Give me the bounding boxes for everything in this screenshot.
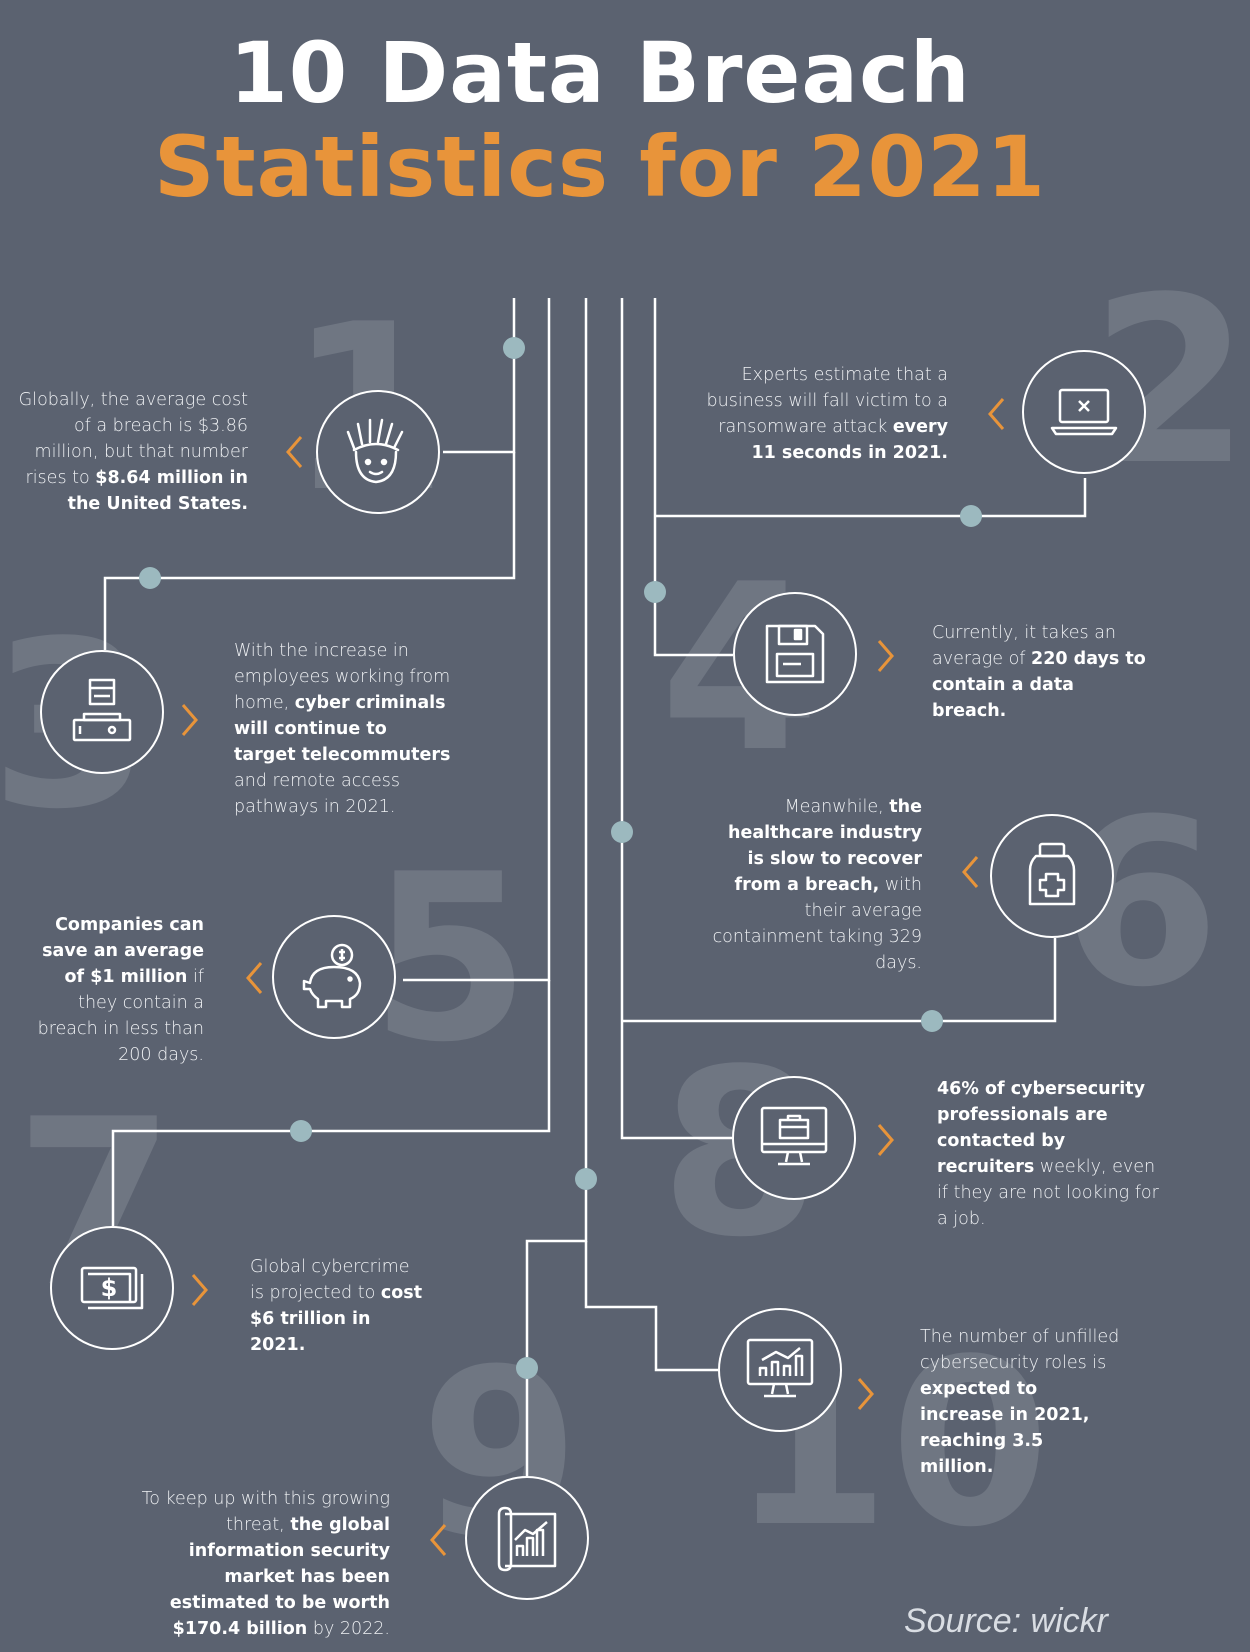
- stat-text-regular: by 2022.: [312, 1619, 390, 1639]
- money-circle: $: [50, 1226, 174, 1350]
- source-credit: Source: wickr: [903, 1602, 1108, 1640]
- chevron-right-icon: [877, 640, 894, 672]
- chevron-right-icon: [857, 1378, 874, 1410]
- stat-text-regular: To keep up with this growing threat,: [141, 1489, 390, 1535]
- stat-text-8: 46% of cybersecurity professionals are c…: [937, 1076, 1162, 1232]
- piggy-bank-icon: [302, 943, 362, 1009]
- stat-text-bold: expected to increase in 2021, reaching 3…: [920, 1379, 1090, 1477]
- stat-text-bold: the healthcare industry is slow to recov…: [728, 797, 922, 895]
- hacker-icon: [72, 678, 132, 742]
- blueprint-chart-circle: [465, 1476, 589, 1600]
- connector-lines: [103, 298, 1087, 1476]
- chevron-left-icon: [246, 962, 263, 994]
- laptop-circle: [1022, 350, 1146, 474]
- blueprint-chart-icon: [497, 1506, 557, 1572]
- stat-text-5: Companies can save an average of $1 mill…: [30, 912, 204, 1068]
- monitor-chart-circle: [718, 1308, 842, 1432]
- svg-text:$: $: [101, 1274, 118, 1302]
- chevron-right-icon: [181, 704, 198, 736]
- monitor-briefcase-icon: [760, 1106, 828, 1166]
- stat-text-regular: Globally, the average cost of a breach i…: [18, 390, 248, 488]
- stat-text-regular: The number of unfilled cybersecurity rol…: [920, 1327, 1120, 1373]
- piggy-bank-circle: [272, 915, 396, 1039]
- chevron-right-icon: [877, 1124, 894, 1156]
- medicine-bottle-icon: [1028, 842, 1076, 906]
- chevron-left-icon: [962, 856, 979, 888]
- statue-of-liberty-icon: [346, 418, 404, 484]
- chevron-left-icon: [286, 436, 303, 468]
- hacker-circle: [40, 650, 164, 774]
- stat-text-7: Global cybercrime is projected to cost $…: [250, 1254, 425, 1358]
- stat-text-regular: Global cybercrime is projected to: [250, 1257, 410, 1303]
- stat-text-bold: cost $6 trillion in 2021.: [250, 1283, 423, 1355]
- medicine-bottle-circle: [990, 814, 1114, 938]
- stat-text-regular: Currently, it takes an average of: [932, 623, 1117, 669]
- stat-text-2: Experts estimate that a business will fa…: [700, 362, 949, 466]
- stat-text-bold: 46% of cybersecurity professionals are c…: [937, 1079, 1146, 1177]
- stat-text-regular: and remote access pathways in 2021.: [234, 771, 400, 817]
- floppy-disk-icon: [765, 624, 825, 684]
- monitor-briefcase-circle: [732, 1076, 856, 1200]
- stat-text-regular: if they contain a breach in less than 20…: [37, 967, 204, 1065]
- statue-of-liberty-circle: [316, 390, 440, 514]
- stat-text-regular: weekly, even if they are not looking for…: [937, 1157, 1159, 1229]
- stat-text-4: Currently, it takes an average of 220 da…: [932, 620, 1152, 724]
- stat-text-1: Globally, the average cost of a breach i…: [10, 387, 248, 517]
- title-line-1: 10 Data Breach: [229, 24, 971, 122]
- stat-text-regular: Meanwhile,: [784, 797, 884, 817]
- stat-text-bold: the global information security market h…: [169, 1515, 390, 1639]
- stat-text-bold: every 11 seconds in 2021.: [751, 417, 948, 463]
- stat-text-regular: with their average containment taking 32…: [712, 875, 922, 973]
- money-icon: $: [80, 1266, 144, 1310]
- chevron-left-icon: [430, 1524, 447, 1556]
- stat-text-bold: cyber criminals will continue to target …: [234, 693, 451, 765]
- laptop-icon: [1050, 388, 1118, 436]
- title-line-2: Statistics for 2021: [154, 118, 1046, 216]
- monitor-chart-icon: [746, 1338, 814, 1398]
- stat-text-10: The number of unfilled cybersecurity rol…: [920, 1324, 1120, 1480]
- stat-text-3: With the increase in employees working f…: [234, 638, 452, 820]
- stat-text-bold: 220 days to contain a data breach.: [932, 649, 1146, 721]
- chevron-left-icon: [988, 398, 1005, 430]
- stat-number-5: 5: [370, 826, 531, 1093]
- stat-text-bold: Companies can save an average of $1 mill…: [42, 915, 204, 987]
- stat-text-bold: $8.64 million in the United States.: [67, 468, 248, 514]
- stat-text-6: Meanwhile, the healthcare industry is sl…: [710, 794, 922, 976]
- floppy-disk-circle: [733, 592, 857, 716]
- stat-text-9: To keep up with this growing threat, the…: [130, 1486, 390, 1642]
- stat-text-regular: With the increase in employees working f…: [234, 641, 451, 713]
- chevron-right-icon: [191, 1274, 208, 1306]
- stat-text-regular: Experts estimate that a business will fa…: [706, 365, 949, 437]
